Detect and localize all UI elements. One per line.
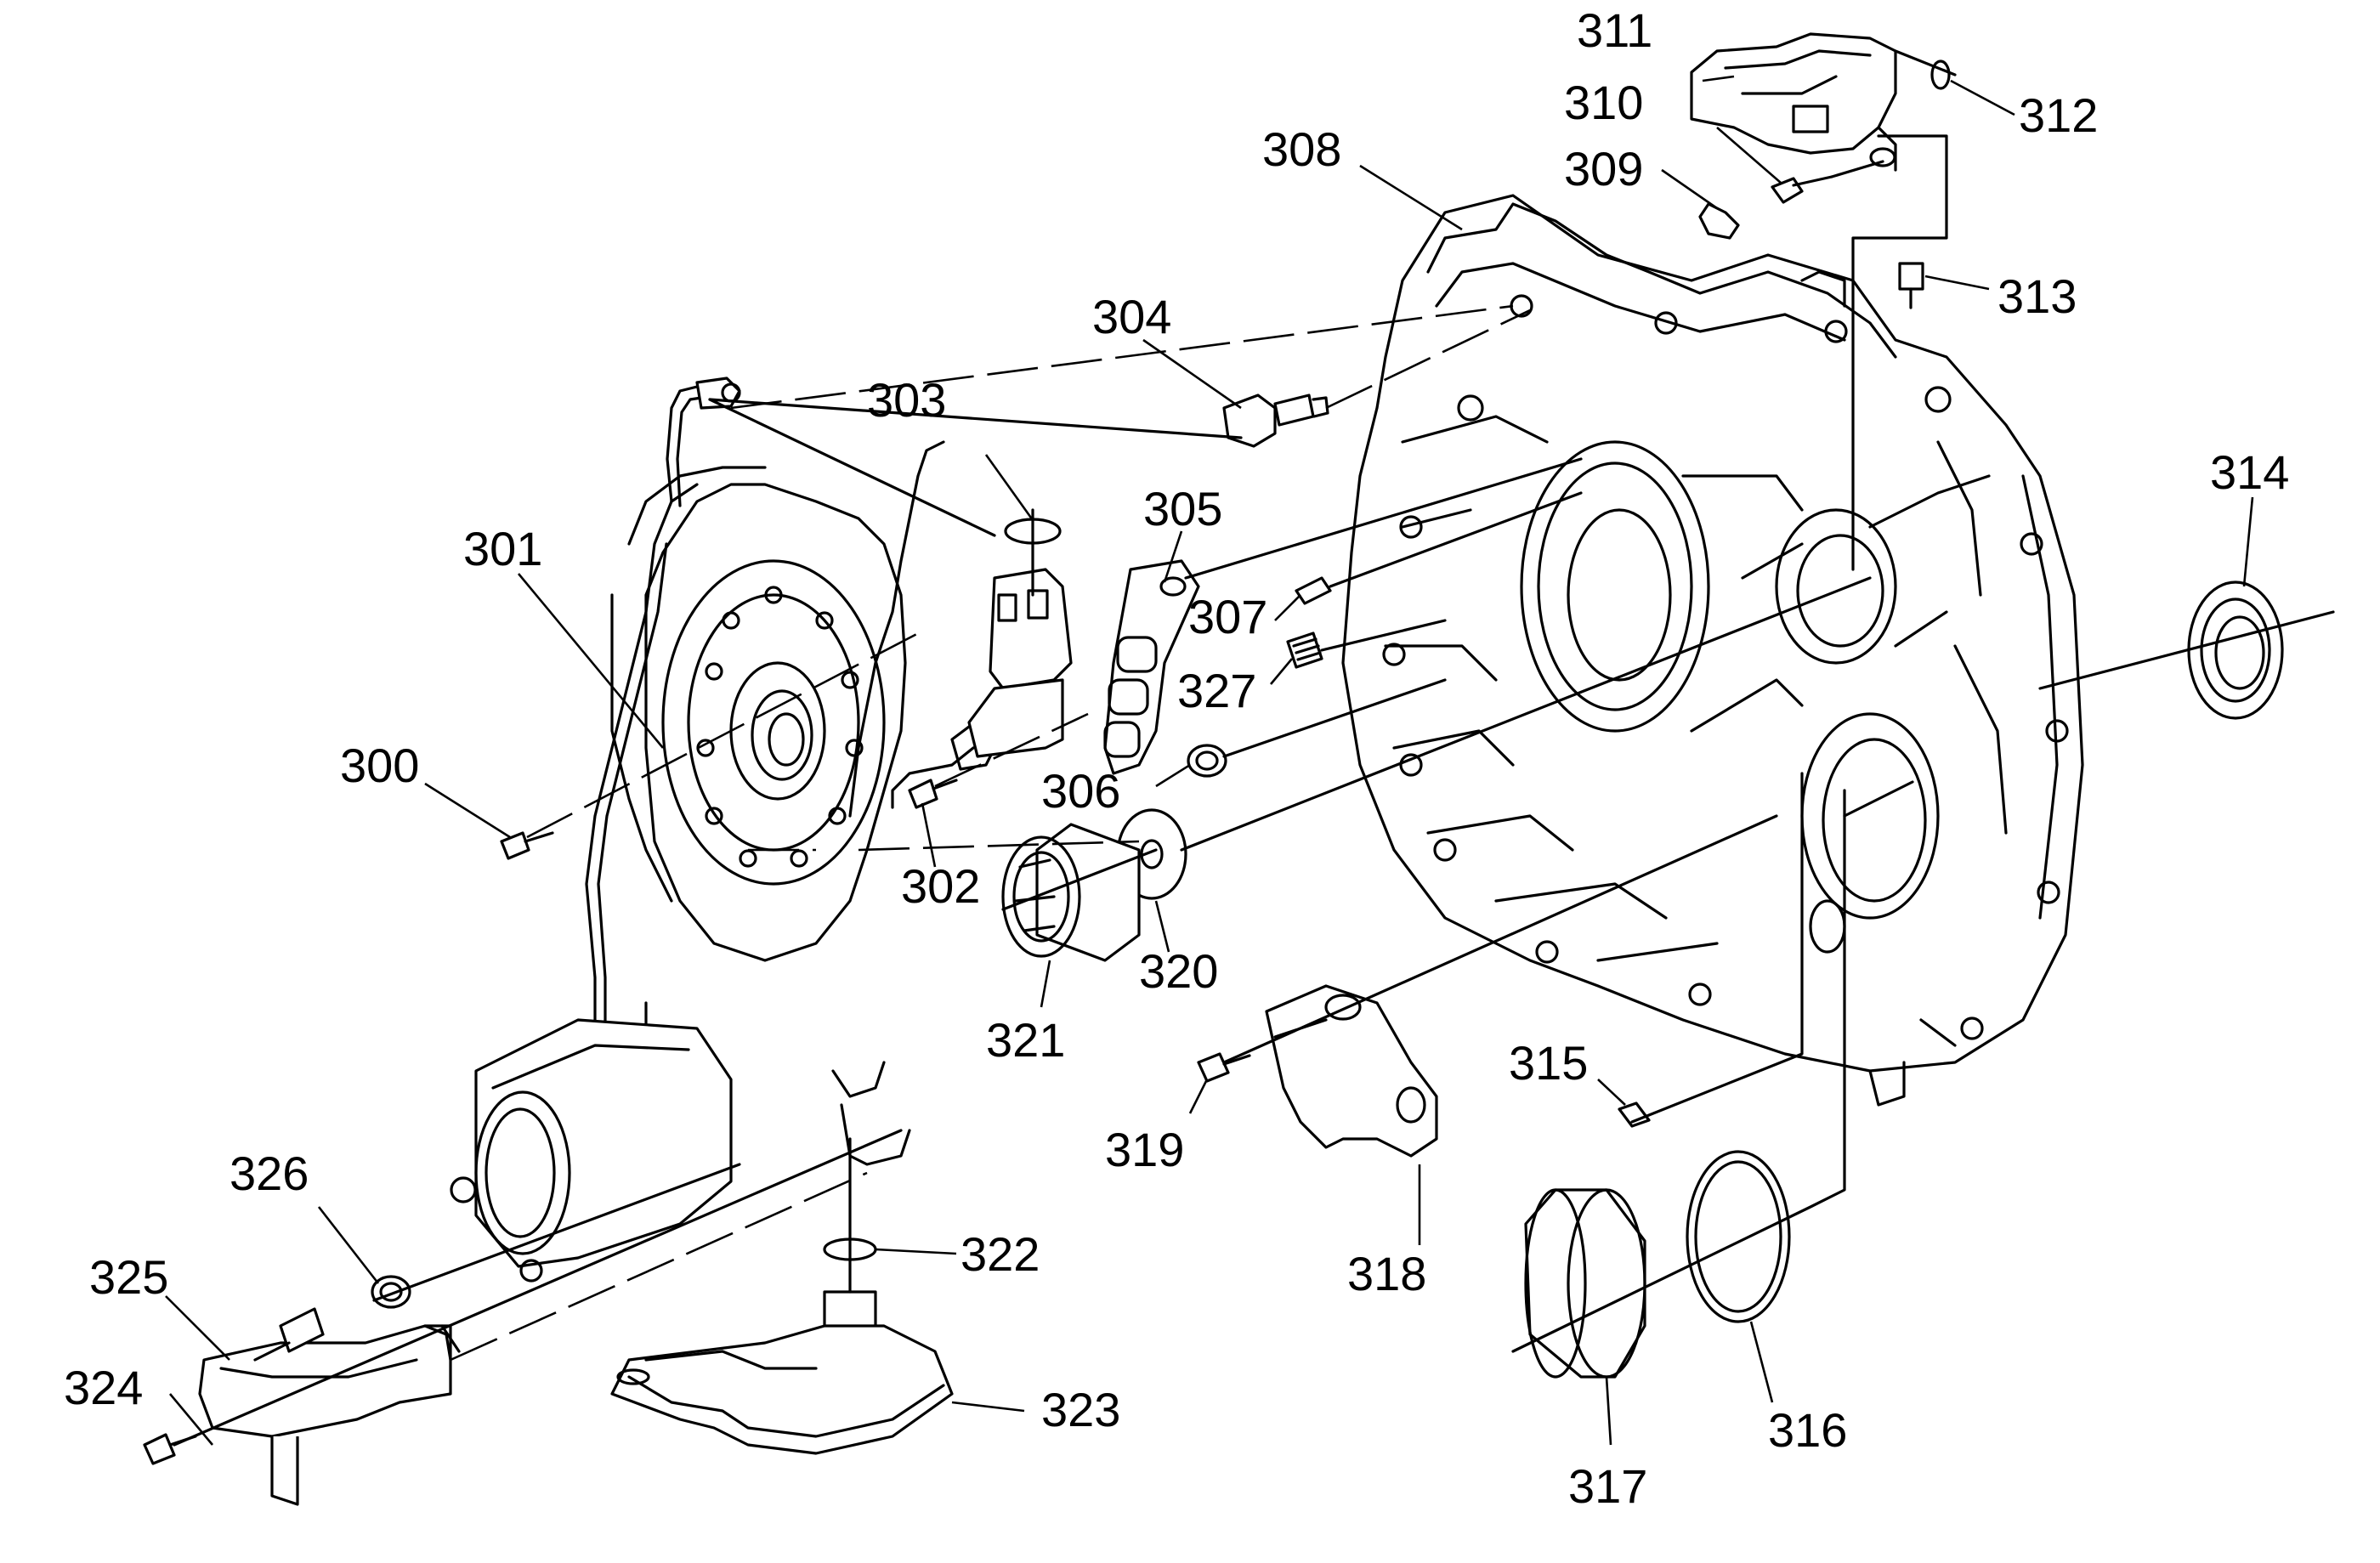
part-304-sensor bbox=[1222, 394, 1329, 448]
accumulator-housing bbox=[450, 1018, 733, 1283]
label-302: 302 bbox=[901, 859, 980, 913]
label-320: 320 bbox=[1139, 944, 1218, 998]
label-322: 322 bbox=[960, 1227, 1040, 1281]
part-300-bolt bbox=[500, 831, 530, 860]
assembly-lines bbox=[173, 49, 2335, 1447]
label-307: 307 bbox=[1188, 590, 1267, 643]
part-321-bearing bbox=[1001, 823, 1141, 962]
callout-labels: 311 312 310 308 309 313 304 303 314 305 … bbox=[64, 3, 2289, 1513]
part-315-pin bbox=[1618, 1101, 1651, 1128]
part-318-bracket bbox=[1265, 984, 1438, 1158]
part-324-bolt bbox=[143, 1433, 176, 1465]
label-314: 314 bbox=[2210, 445, 2289, 499]
label-327: 327 bbox=[1177, 664, 1256, 717]
label-319: 319 bbox=[1105, 1123, 1184, 1176]
part-306-seal bbox=[1187, 744, 1227, 778]
part-326-seal bbox=[371, 1275, 411, 1309]
part-305-filter-plate bbox=[1103, 559, 1200, 775]
label-324: 324 bbox=[64, 1361, 143, 1414]
label-303: 303 bbox=[867, 373, 946, 427]
label-309: 309 bbox=[1564, 142, 1643, 195]
part-317-sleeve bbox=[1524, 1188, 1646, 1379]
part-307-pin bbox=[1295, 576, 1332, 605]
label-321: 321 bbox=[986, 1013, 1065, 1067]
label-311: 311 bbox=[1577, 3, 1652, 57]
label-308: 308 bbox=[1262, 122, 1341, 176]
label-323: 323 bbox=[1041, 1383, 1120, 1436]
label-306: 306 bbox=[1041, 764, 1120, 818]
part-309-dowel bbox=[1698, 202, 1740, 240]
part-311-cover bbox=[1690, 32, 1897, 172]
part-312-oring bbox=[1930, 59, 1951, 90]
label-305: 305 bbox=[1143, 482, 1222, 535]
part-325-cover-plate bbox=[198, 1307, 452, 1506]
label-301: 301 bbox=[463, 522, 542, 575]
part-310-washer bbox=[1869, 147, 1896, 167]
label-312: 312 bbox=[2019, 88, 2098, 142]
label-315: 315 bbox=[1509, 1036, 1588, 1090]
transmission-case bbox=[1341, 194, 2084, 1107]
part-314-seal bbox=[2187, 580, 2284, 720]
label-326: 326 bbox=[230, 1147, 309, 1200]
label-317: 317 bbox=[1568, 1459, 1647, 1513]
label-318: 318 bbox=[1347, 1247, 1426, 1300]
part-302-bolt bbox=[908, 779, 938, 809]
label-325: 325 bbox=[89, 1250, 168, 1304]
label-310: 310 bbox=[1564, 76, 1643, 129]
part-316-ring bbox=[1686, 1150, 1791, 1323]
part-323-filter bbox=[610, 1324, 954, 1455]
part-313-plug bbox=[1898, 262, 1924, 291]
label-313: 313 bbox=[1998, 269, 2077, 323]
leader-lines bbox=[165, 75, 2254, 1446]
label-300: 300 bbox=[340, 739, 419, 792]
part-319-bolt bbox=[1197, 1052, 1230, 1083]
part-310-bolt bbox=[1771, 177, 1804, 204]
label-316: 316 bbox=[1768, 1403, 1847, 1457]
label-304: 304 bbox=[1092, 290, 1171, 343]
